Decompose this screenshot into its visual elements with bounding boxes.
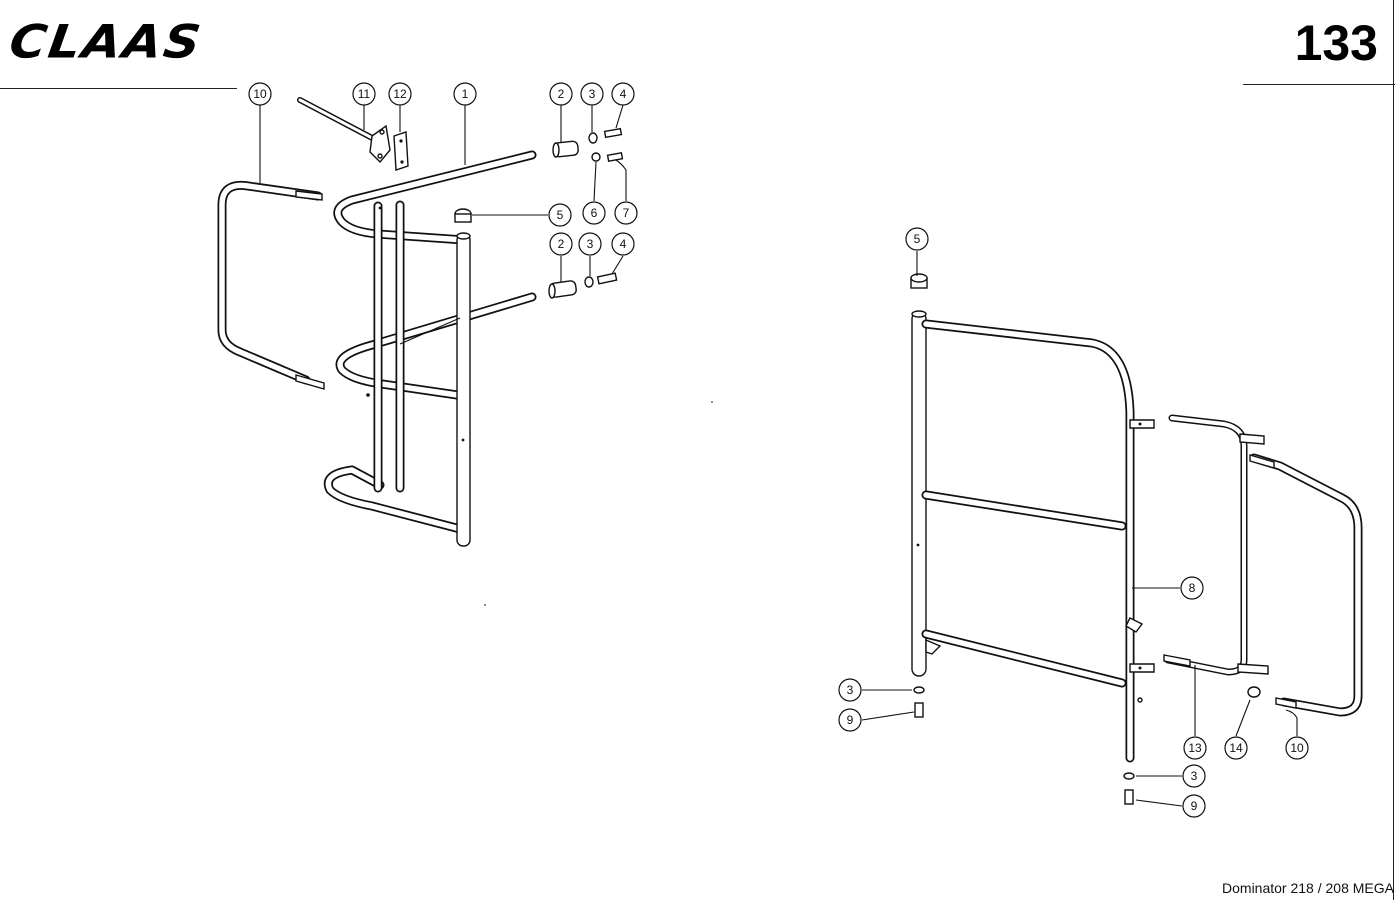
callout: 12 bbox=[388, 82, 412, 106]
svg-text:1: 1 bbox=[462, 87, 469, 101]
bushings-2 bbox=[548, 140, 579, 299]
svg-text:3: 3 bbox=[589, 87, 596, 101]
plate-12 bbox=[393, 131, 409, 171]
right-gate-assembly bbox=[910, 273, 1363, 805]
svg-text:13: 13 bbox=[1188, 741, 1202, 755]
page-number: 133 bbox=[1294, 15, 1378, 71]
callout: 9 bbox=[838, 708, 862, 732]
callout: 4 bbox=[611, 82, 635, 106]
callout: 3 bbox=[1182, 764, 1206, 788]
callouts-right: 5 8 3 9 13 14 10 3 9 bbox=[838, 227, 1309, 818]
callouts-left: 10 11 12 1 2 3 4 5 6 7 2 3 4 bbox=[248, 82, 638, 256]
end-cap-5-right bbox=[910, 273, 928, 289]
svg-text:11: 11 bbox=[358, 87, 371, 101]
callout: 2 bbox=[549, 82, 573, 106]
fasteners-lower bbox=[913, 686, 1135, 805]
callout: 11 bbox=[352, 82, 376, 106]
svg-text:10: 10 bbox=[1290, 741, 1304, 755]
handle-13 bbox=[1163, 414, 1269, 676]
callout: 1 bbox=[453, 82, 477, 106]
callout: 9 bbox=[1182, 794, 1206, 818]
callout: 14 bbox=[1224, 736, 1248, 760]
svg-text:5: 5 bbox=[557, 208, 564, 222]
main-frame-left bbox=[323, 150, 537, 547]
callout: 7 bbox=[614, 201, 638, 225]
callout: 3 bbox=[580, 82, 604, 106]
header-rule-right bbox=[1243, 84, 1395, 85]
callout: 5 bbox=[905, 227, 929, 251]
callout: 10 bbox=[1285, 736, 1309, 760]
svg-text:4: 4 bbox=[620, 237, 627, 251]
svg-text:3: 3 bbox=[587, 237, 594, 251]
callout: 8 bbox=[1180, 576, 1204, 600]
gate-frame-8 bbox=[911, 310, 1155, 763]
header-rule-left bbox=[0, 88, 237, 89]
callout: 4 bbox=[611, 232, 635, 256]
callout: 3 bbox=[838, 678, 862, 702]
svg-text:3: 3 bbox=[1191, 769, 1198, 783]
svg-text:9: 9 bbox=[847, 713, 854, 727]
svg-text:8: 8 bbox=[1189, 581, 1196, 595]
svg-text:10: 10 bbox=[253, 87, 267, 101]
nut-14 bbox=[1247, 686, 1261, 698]
svg-text:4: 4 bbox=[620, 87, 627, 101]
grab-handle-right bbox=[1249, 453, 1363, 717]
svg-text:12: 12 bbox=[393, 87, 407, 101]
end-cap-5-left bbox=[454, 208, 472, 223]
page-right-border bbox=[1393, 0, 1394, 900]
svg-text:2: 2 bbox=[558, 87, 565, 101]
support-bar-11 bbox=[297, 97, 391, 164]
callout: 2 bbox=[549, 232, 573, 256]
leader-lines bbox=[259, 104, 1298, 807]
svg-text:14: 14 bbox=[1229, 741, 1243, 755]
svg-text:7: 7 bbox=[623, 206, 630, 220]
grab-handle-left bbox=[217, 180, 325, 390]
callout: 3 bbox=[578, 232, 602, 256]
svg-text:2: 2 bbox=[558, 237, 565, 251]
svg-text:5: 5 bbox=[914, 232, 921, 246]
callout: 5 bbox=[548, 203, 572, 227]
callout: 6 bbox=[582, 201, 606, 225]
svg-text:9: 9 bbox=[1191, 799, 1198, 813]
fasteners-upper bbox=[584, 127, 624, 288]
callout: 10 bbox=[248, 82, 272, 106]
callout: 13 bbox=[1183, 736, 1207, 760]
svg-text:6: 6 bbox=[591, 206, 598, 220]
left-railing-assembly bbox=[217, 97, 624, 547]
model-footer: Dominator 218 / 208 MEGA bbox=[1222, 880, 1394, 896]
svg-text:3: 3 bbox=[847, 683, 854, 697]
